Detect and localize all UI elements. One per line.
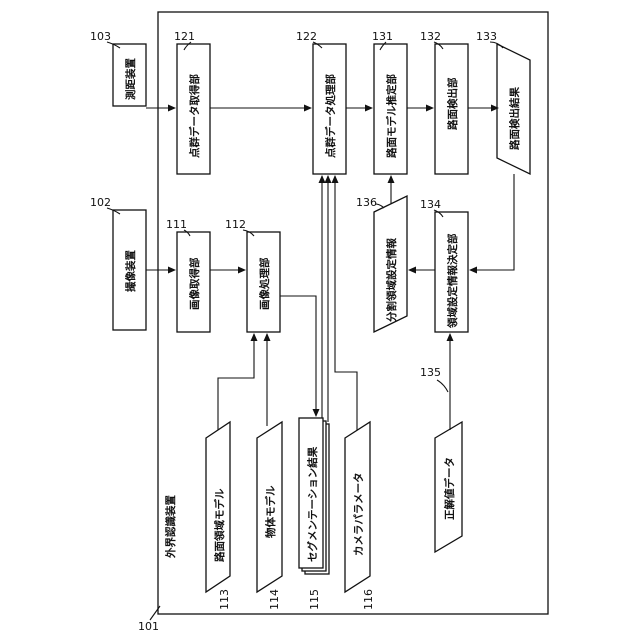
block-122-label: 点群データ処理部 bbox=[324, 74, 337, 158]
ref-134: 134 bbox=[420, 198, 441, 211]
ref-121: 121 bbox=[174, 30, 195, 43]
block-115-label: セグメンテーション結果 bbox=[306, 446, 319, 562]
ref-112: 112 bbox=[225, 218, 246, 231]
container-label: 外界認識装置 bbox=[164, 495, 177, 559]
block-111-label: 画像取得部 bbox=[188, 257, 201, 310]
block-113-label: 路面領域モデル bbox=[213, 488, 226, 562]
block-114-label: 物体モデル bbox=[264, 485, 277, 538]
ref-114: 114 bbox=[268, 589, 281, 610]
block-103-label: 測距装置 bbox=[124, 58, 137, 100]
ref-133: 133 bbox=[476, 30, 497, 43]
block-132-label: 路面検出部 bbox=[446, 77, 459, 130]
ref-116: 116 bbox=[362, 589, 375, 610]
ref-113: 113 bbox=[218, 589, 231, 610]
ref-115: 115 bbox=[308, 589, 321, 610]
block-136-label: 分割領域設定情報 bbox=[385, 238, 398, 322]
ref-103: 103 bbox=[90, 30, 111, 43]
block-135-label: 正解値データ bbox=[443, 457, 456, 520]
ref-102: 102 bbox=[90, 196, 111, 209]
ref-122: 122 bbox=[296, 30, 317, 43]
block-112-label: 画像処理部 bbox=[258, 257, 271, 310]
ref-135: 135 bbox=[420, 366, 441, 379]
block-131-label: 路面モデル推定部 bbox=[385, 74, 398, 158]
ref-132: 132 bbox=[420, 30, 441, 43]
block-116-label: カメラパラメータ bbox=[353, 472, 365, 556]
block-133-label: 路面検出結果 bbox=[508, 87, 521, 150]
ref-136: 136 bbox=[356, 196, 377, 209]
ref-131: 131 bbox=[372, 30, 393, 43]
block-102-label: 撮像装置 bbox=[124, 250, 137, 292]
block-121-label: 点群データ取得部 bbox=[188, 74, 201, 158]
ref-101: 101 bbox=[138, 620, 159, 633]
ref-111: 111 bbox=[166, 218, 187, 231]
block-134-label: 領域設定情報決定部 bbox=[446, 233, 459, 329]
